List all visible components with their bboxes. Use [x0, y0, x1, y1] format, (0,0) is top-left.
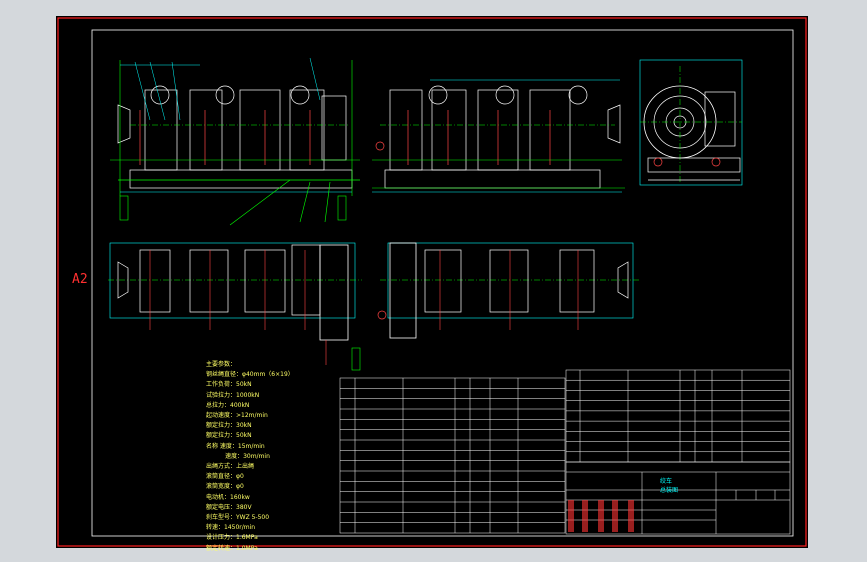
- spec-line: 速度：30m/min: [206, 452, 270, 460]
- spec-line: 起动速度：>12m/min: [206, 412, 268, 420]
- spec-line: 名称 速度：15m/min: [206, 442, 265, 450]
- sheet-border-inner: [91, 29, 794, 537]
- winch-plan-view-left: [108, 242, 362, 371]
- spec-line: 滚筒直径：φ0: [206, 473, 244, 481]
- spec-line: 额定拉力：30kN: [206, 422, 252, 430]
- spec-line: 额定电压：380V: [206, 503, 252, 511]
- spec-line: 出绳方式：上出绳: [206, 463, 255, 471]
- title-block: [565, 461, 791, 535]
- spec-line: 转速：1450r/min: [206, 524, 256, 532]
- winch-side-view: [639, 59, 743, 186]
- title-block-name: 绞车 总装图: [660, 476, 678, 494]
- sheet-size-label: A2: [72, 272, 88, 287]
- sheet-border-outer: [57, 17, 807, 547]
- spec-line: 电动机：160kw: [206, 493, 250, 501]
- spec-line: 钢丝绳直径：φ40mm（6×19）: [206, 371, 294, 379]
- title-line-1: 绞车: [660, 478, 673, 485]
- spec-line: 设计压力：1.6MPa: [206, 534, 258, 542]
- spec-line: 滚筒宽度：φ0: [206, 483, 244, 491]
- title-line-2: 总装图: [660, 487, 679, 494]
- spec-line: 刹车型号：YWZ 5-500: [206, 514, 270, 522]
- parts-list-table-left: [339, 377, 566, 534]
- technical-spec-notes: 主要参数： 钢丝绳直径：φ40mm（6×19） 工作负荷：50kN 试验拉力：1000…: [206, 360, 294, 554]
- spec-line: 工作负荷：50kN: [206, 381, 252, 389]
- parts-list-table-right: [565, 369, 791, 463]
- spec-line: 额定拉力：50kN: [206, 432, 252, 440]
- spec-line: 总拉力：400kN: [206, 401, 250, 409]
- spec-line: 试验拉力：1000kN: [206, 391, 260, 399]
- spec-line: 主要参数：: [206, 361, 237, 368]
- winch-plan-view-right: [377, 242, 640, 339]
- spec-line: 额定转速：1.0MPa: [206, 544, 258, 552]
